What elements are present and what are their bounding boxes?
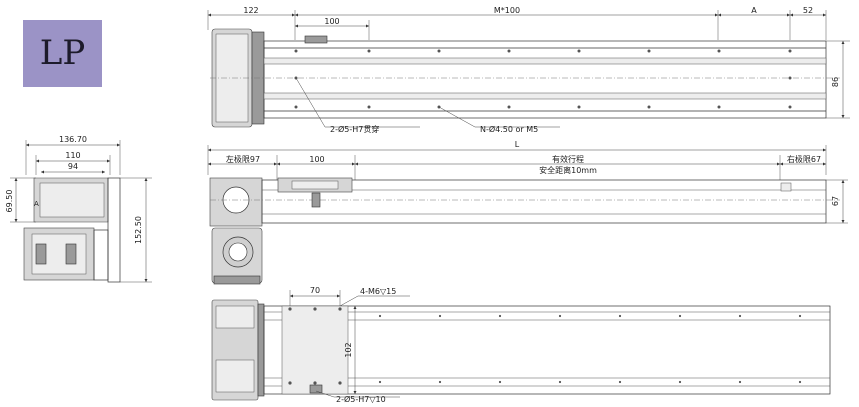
rail-body <box>263 40 827 119</box>
dim-safety-distance: 安全距离10mm <box>539 165 597 175</box>
dim-152-50: 152.50 <box>134 216 143 244</box>
dim-67: 67 <box>831 196 840 206</box>
dim-m-pitch: M*100 <box>494 6 520 15</box>
dim-70: 70 <box>310 286 320 295</box>
dim-94: 94 <box>68 162 78 171</box>
callout-tapped-holes: 4-M6▽15 <box>360 287 396 296</box>
dim-100-side: 100 <box>309 155 324 164</box>
slider-clamp <box>304 35 328 44</box>
side-view: L 左极限97 100 有效行程 安全距离10mm 右极限67 <box>207 140 848 285</box>
bottom-carriage <box>281 305 349 395</box>
dim-86: 86 <box>831 77 840 87</box>
callout-pin-holes-depth: 2-Ø5-H7▽10 <box>336 394 386 404</box>
dim-52: 52 <box>803 6 813 15</box>
callout-mounting-holes: N-Ø4.50 or M5 <box>480 124 538 134</box>
dim-right-limit: 右极限67 <box>787 154 821 164</box>
top-view: 122 100 M*100 A 52 <box>207 6 850 134</box>
side-rail <box>261 179 827 224</box>
callout-pin-holes-through: 2-Ø5-H7贯穿 <box>330 124 379 134</box>
dim-136-70: 136.70 <box>59 135 87 144</box>
dim-effective-stroke: 有效行程 <box>552 154 584 164</box>
end-view: 136.70 110 94 A 69.50 152.50 <box>5 135 152 283</box>
dim-100-top: 100 <box>324 17 339 26</box>
dim-a: A <box>751 6 757 15</box>
model-badge: LP <box>23 20 102 87</box>
dim-69-50: 69.50 <box>5 190 14 213</box>
dim-122: 122 <box>243 6 258 15</box>
bottom-rail <box>263 305 831 395</box>
dim-l: L <box>515 140 520 149</box>
top-dimension-chain: 122 100 M*100 A 52 <box>207 6 827 40</box>
model-badge-label: LP <box>39 33 86 73</box>
dim-102: 102 <box>344 342 353 357</box>
dim-left-limit: 左极限97 <box>226 154 260 164</box>
bottom-view: 70 4-M6▽15 102 <box>211 286 831 404</box>
dim-110: 110 <box>65 151 80 160</box>
bottom-rail-holes <box>378 314 802 384</box>
section-label-a: A <box>34 200 39 208</box>
